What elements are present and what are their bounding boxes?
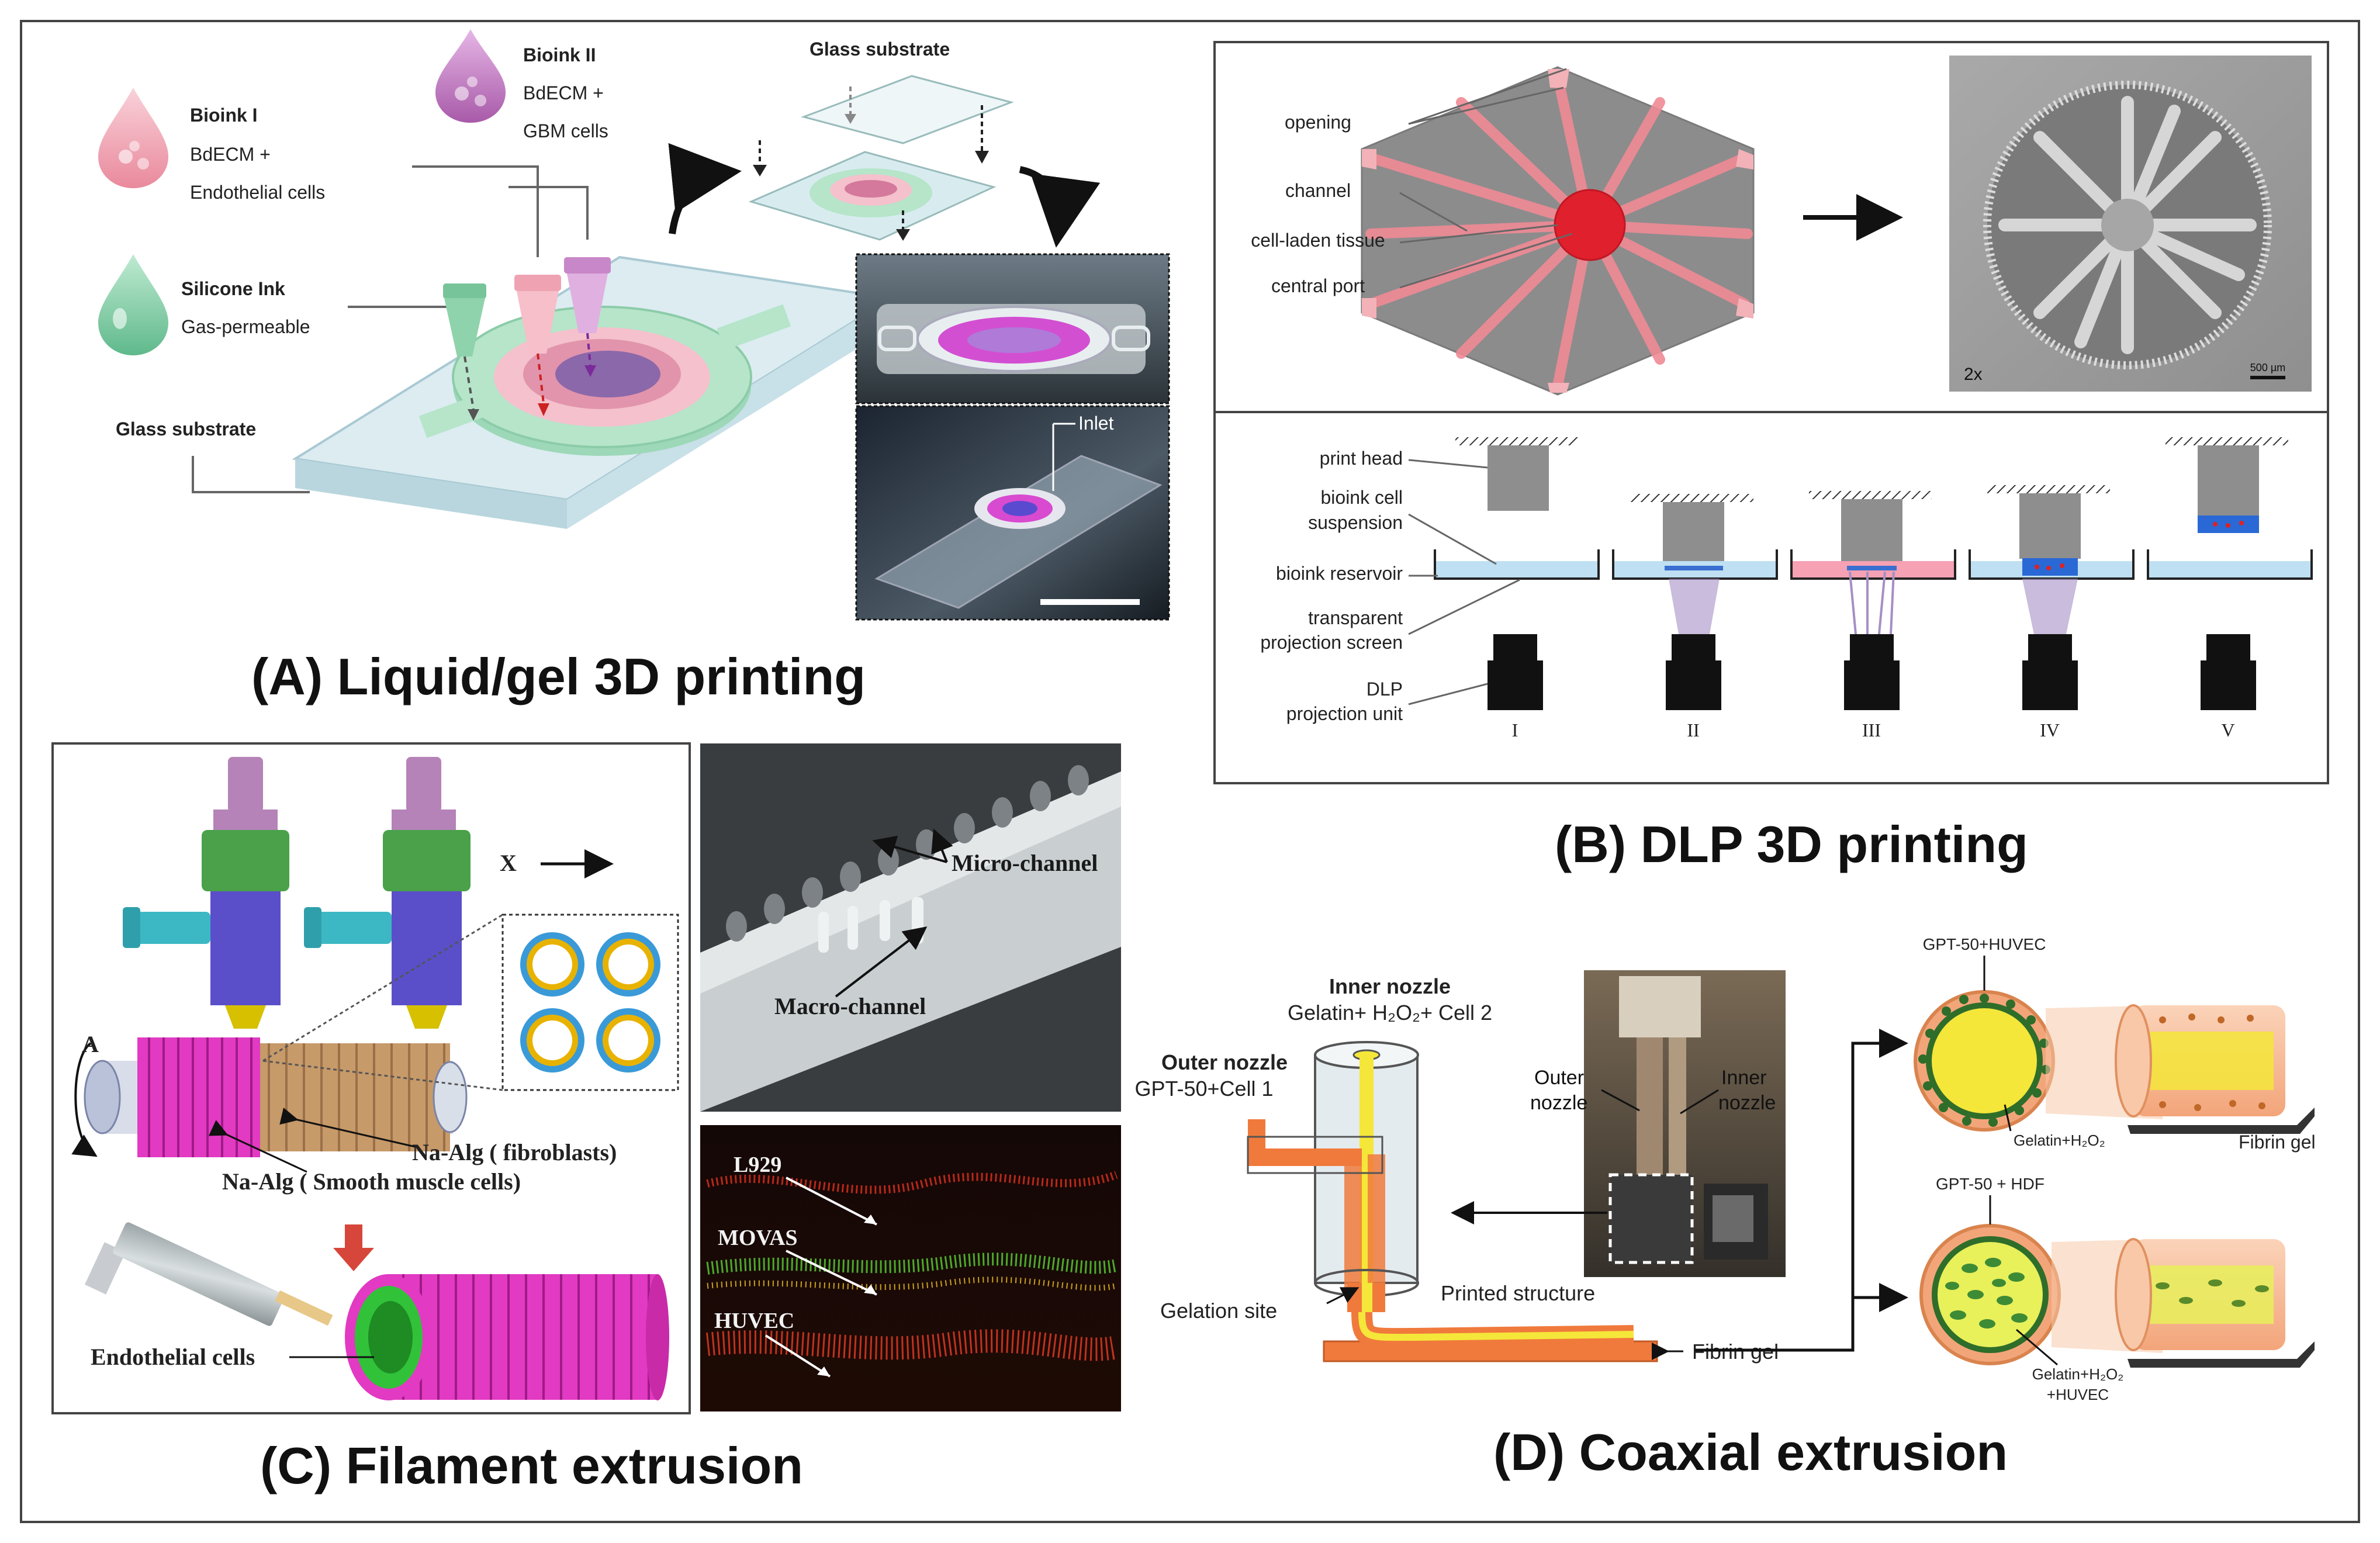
step-2-label: II <box>1687 719 1699 741</box>
gpt50-huvec-label: GPT-50+HUVEC <box>1923 935 2046 953</box>
final-vessel-tube <box>345 1274 669 1400</box>
transparent-label: transparent <box>1308 607 1403 628</box>
green-nozzle-icon <box>443 283 486 421</box>
step-4-label: IV <box>2040 719 2060 741</box>
print-head-label: print head <box>1320 448 1403 469</box>
top-fibrin-label: Fibrin gel <box>2239 1132 2316 1153</box>
glass-cover-stack <box>748 75 1014 241</box>
syringe-icon <box>84 1222 333 1326</box>
photo-inner-nozzle-word1: Inner <box>1721 1067 1767 1089</box>
scale-bar-a <box>1040 599 1140 605</box>
bioink-2-line2: GBM cells <box>523 120 608 141</box>
bioink-1-line2: Endothelial cells <box>190 182 325 203</box>
projection-unit-label: projection unit <box>1286 703 1403 724</box>
panel-b-title: (B) DLP 3D printing <box>1555 815 2028 873</box>
panel-a: Bioink I BdECM + Endothelial cells Bioin… <box>98 29 1170 705</box>
central-port-label: central port <box>1271 275 1365 296</box>
bioink-cell-label: bioink cell <box>1320 487 1403 508</box>
cell-l929-label: L929 <box>734 1153 781 1177</box>
extrusion-nozzle-left-icon <box>123 757 289 1029</box>
fibrin-gel-base <box>1323 1312 1658 1362</box>
channel-photo: Micro-channel Macro-channel <box>700 743 1121 1112</box>
suspension-label: suspension <box>1308 512 1403 533</box>
cross-section-bottom <box>1919 1224 2315 1368</box>
bioink-2-drop-icon <box>435 29 506 123</box>
silicone-ink-line1: Gas-permeable <box>181 316 310 337</box>
outer-nozzle-content: GPT-50+Cell 1 <box>1134 1077 1273 1101</box>
bioink-2-line1: BdECM + <box>523 82 604 103</box>
photo-device-angle: Inlet <box>855 405 1170 621</box>
micro-channel-label: Micro-channel <box>952 850 1098 876</box>
projection-screen-label: projection screen <box>1260 632 1403 653</box>
curved-arrow-up-icon <box>668 143 742 234</box>
fluorescence-image: L929 MOVAS HUVEC <box>700 1125 1121 1411</box>
coiled-tube: A <box>71 1031 468 1157</box>
panel-d: Inner nozzle Gelatin+ H₂O₂+ Cell 2 Outer… <box>1134 935 2315 1481</box>
gelation-site-label: Gelation site <box>1160 1299 1277 1323</box>
step-3-label: III <box>1862 719 1881 741</box>
cross-section-top <box>1914 990 2315 1134</box>
bottom-inner-label: Gelatin+H₂O₂ <box>2032 1365 2124 1383</box>
bioink-2-name: Bioink II <box>523 44 596 65</box>
hexagon-device <box>1361 66 1755 396</box>
macro-channel-label: Macro-channel <box>774 993 926 1019</box>
coaxial-nozzle-icon <box>1247 1041 1419 1312</box>
magnification-label: 2x <box>1964 365 1983 384</box>
inner-nozzle-content: Gelatin+ H₂O₂+ Cell 2 <box>1288 1001 1492 1025</box>
outer-nozzle-label: Outer nozzle <box>1161 1050 1288 1074</box>
photo-outer-nozzle-word2: nozzle <box>1530 1092 1587 1114</box>
cross-section-inset <box>262 914 679 1091</box>
silicone-ink-name: Silicone Ink <box>181 278 285 299</box>
silicone-ink-drop-icon <box>98 254 168 355</box>
down-arrow-icon <box>333 1224 374 1271</box>
panel-c: X A Na-Alg ( <box>51 742 1121 1494</box>
axis-x-label: X <box>500 850 517 876</box>
top-inner-label: Gelatin+H₂O₂ <box>2014 1132 2105 1149</box>
panel-d-title: (D) Coaxial extrusion <box>1493 1423 2008 1481</box>
glass-substrate-label-top: Glass substrate <box>810 39 950 60</box>
panel-b: opening channel cell-laden tissue centra… <box>1213 41 2329 873</box>
figure-frame <box>20 20 2360 1523</box>
photo-inner-nozzle-word2: nozzle <box>1718 1092 1776 1114</box>
sem-image: 2x 500 µm <box>1949 56 2312 392</box>
step-5-label: V <box>2221 719 2234 741</box>
glass-substrate-label-left: Glass substrate <box>116 418 256 440</box>
dlp-process <box>1434 437 2313 710</box>
photo-outer-nozzle-word1: Outer <box>1534 1067 1584 1089</box>
bioink-reservoir-label: bioink reservoir <box>1276 563 1403 584</box>
fibroblasts-label: Na-Alg ( fibroblasts) <box>412 1139 617 1165</box>
cell-huvec-label: HUVEC <box>714 1309 794 1333</box>
sem-scale-bar <box>2250 376 2285 379</box>
bioink-1-drop-icon <box>98 88 168 188</box>
sem-scale-label: 500 µm <box>2250 362 2285 373</box>
axis-a-label: A <box>82 1031 99 1057</box>
bioink-1-name: Bioink I <box>190 105 258 126</box>
panel-c-title: (C) Filament extrusion <box>260 1437 803 1494</box>
cell-movas-label: MOVAS <box>718 1226 798 1250</box>
cell-laden-tissue-label: cell-laden tissue <box>1251 230 1385 251</box>
channel-label: channel <box>1285 180 1351 201</box>
opening-label: opening <box>1285 112 1351 133</box>
step-1-label: I <box>1512 719 1518 741</box>
printed-structure-label: Printed structure <box>1441 1281 1595 1305</box>
inner-nozzle-label: Inner nozzle <box>1329 974 1451 998</box>
photo-device-top <box>855 253 1170 404</box>
pink-nozzle-icon <box>514 275 561 416</box>
printer-photo: Outer nozzle Inner nozzle <box>1530 970 1786 1277</box>
bioink-1-line1: BdECM + <box>190 144 271 165</box>
extrusion-nozzle-right-icon <box>304 757 471 1029</box>
printed-chamber <box>418 304 791 456</box>
panel-a-title: (A) Liquid/gel 3D printing <box>251 648 866 705</box>
endothelial-cells-label: Endothelial cells <box>91 1344 255 1370</box>
dlp-label: DLP <box>1367 679 1403 700</box>
purple-nozzle-icon <box>564 257 611 377</box>
smooth-muscle-label: Na-Alg ( Smooth muscle cells) <box>222 1168 521 1195</box>
curved-arrow-down-icon <box>1019 166 1101 248</box>
gpt50-hdf-label: GPT-50 + HDF <box>1936 1175 2045 1193</box>
inlet-label: Inlet <box>1078 413 1114 434</box>
bottom-inner2-label: +HUVEC <box>2047 1386 2109 1403</box>
